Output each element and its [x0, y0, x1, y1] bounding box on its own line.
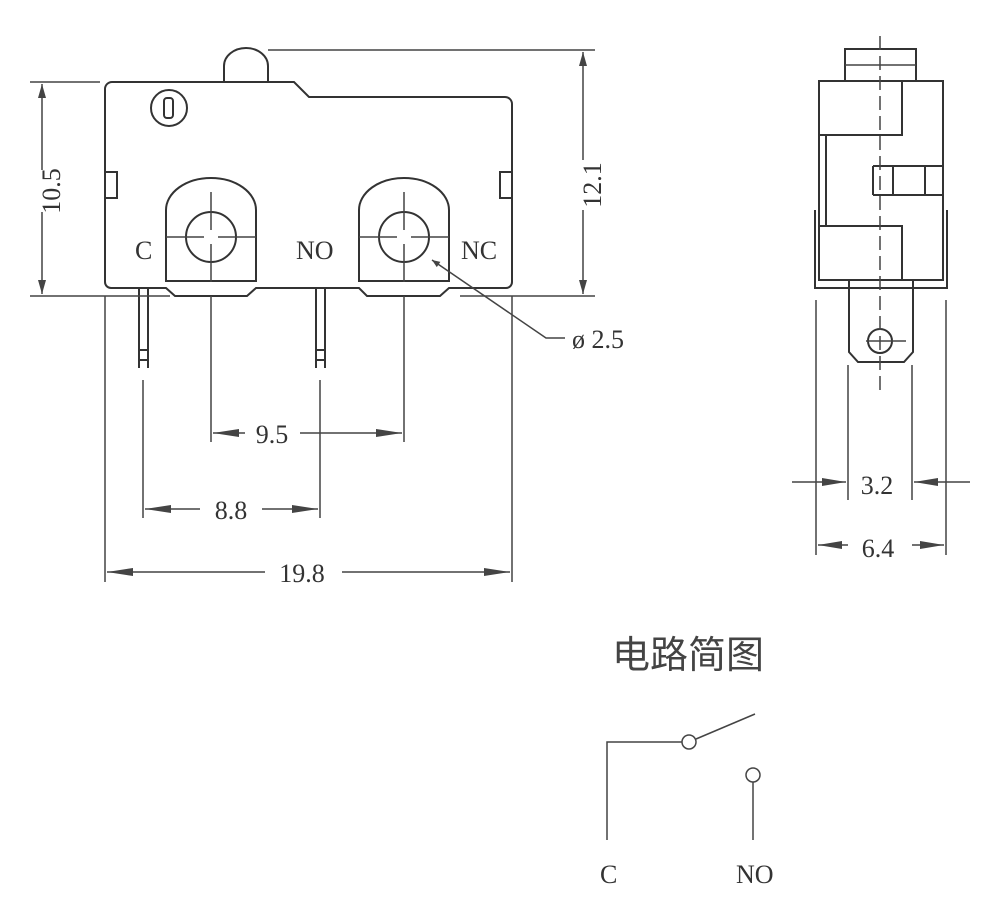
- side-extension-lines: [815, 300, 947, 555]
- side-slot-left: [104, 171, 118, 199]
- circuit-label-c: C: [600, 860, 617, 889]
- dim-9-5: 9.5: [256, 420, 289, 449]
- side-slot-right: [499, 171, 513, 199]
- side-tab: [848, 280, 914, 363]
- side-inner-lines: [819, 81, 903, 280]
- side-view: 3.2 6.4: [792, 36, 970, 563]
- switch-lever: [695, 713, 756, 740]
- no-contact: [745, 767, 761, 783]
- hole-leader: [431, 259, 565, 339]
- switch-body: [104, 81, 513, 297]
- mark-circle: [150, 89, 188, 127]
- common-wire: [606, 741, 682, 840]
- circuit-diagram: 电路简图 C NO: [600, 633, 774, 889]
- hole-diameter-label: ø 2.5: [572, 325, 624, 354]
- terminal-pad-nc: [358, 177, 450, 282]
- dim-arrows-3-2: [822, 478, 938, 486]
- circuit-label-no: NO: [736, 860, 774, 889]
- dim-6-4: 6.4: [862, 534, 895, 563]
- circuit-title: 电路简图: [612, 633, 764, 677]
- label-c: C: [135, 236, 152, 265]
- extension-lines-horizontal: [30, 49, 595, 297]
- side-slot: [872, 165, 943, 196]
- dim-10-5: 10.5: [37, 168, 66, 214]
- dim-19-8: 19.8: [279, 559, 325, 588]
- common-contact: [681, 734, 697, 750]
- dim-8-8: 8.8: [215, 496, 248, 525]
- dim-12-1: 12.1: [578, 162, 607, 208]
- label-no: NO: [296, 236, 334, 265]
- pin-no: [315, 288, 326, 368]
- label-nc: NC: [461, 236, 497, 265]
- dim-3-2: 3.2: [861, 471, 894, 500]
- front-view: C NO NC ø 2.5 10.5 12.1 9.5 8.8 19.8: [30, 47, 624, 588]
- actuator: [223, 47, 269, 82]
- terminal-pad-c: [165, 177, 257, 282]
- pin-c: [138, 288, 149, 368]
- side-flange: [814, 210, 948, 289]
- side-body: [818, 80, 944, 281]
- extension-lines-vertical: [104, 296, 513, 582]
